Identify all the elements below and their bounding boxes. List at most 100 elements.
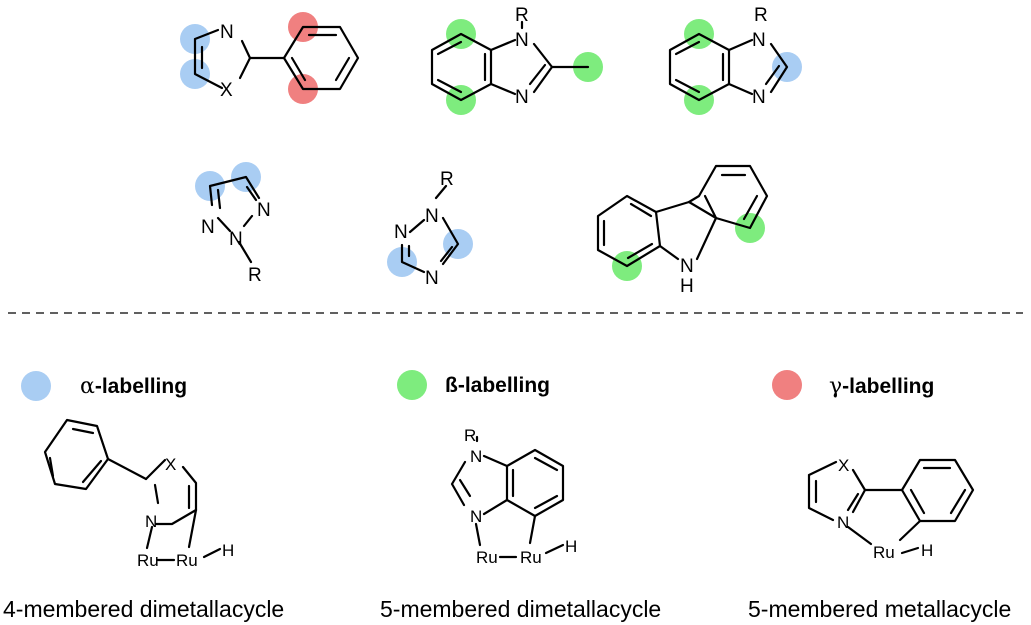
bond: [144, 458, 198, 512]
dimetallacycle-5-structure: R N N Ru Ru H 5-membered dimetallacycle: [380, 426, 661, 622]
dimetallacycle-4-structure: X N Ru Ru H 4-membered dimetallacycle: [3, 418, 284, 622]
bond: [458, 478, 472, 498]
atom-label-n: N: [515, 30, 529, 51]
atom-label-n: N: [680, 256, 694, 277]
bond: [687, 164, 769, 230]
atom-label-ru: Ru: [476, 548, 498, 567]
atom-label-ru: Ru: [520, 548, 542, 567]
atom-label-r: R: [440, 169, 454, 190]
atom-label-n: N: [515, 87, 529, 108]
atom-label-x: X: [838, 456, 849, 475]
bond: [187, 508, 198, 549]
atom-label-n: N: [394, 222, 408, 243]
atom-label-n: N: [470, 447, 482, 466]
bond: [814, 479, 860, 512]
atom-label-r: R: [515, 5, 529, 26]
caption-left: 4-membered dimetallacycle: [3, 596, 284, 622]
bond: [900, 458, 975, 523]
carbazole-structure: N H: [596, 164, 769, 297]
alpha-legend-label: α-labelling: [80, 374, 187, 399]
bond: [400, 184, 460, 274]
bond: [846, 525, 873, 546]
bond: [703, 173, 759, 221]
legend: α-labelling ß-labelling γ-labelling: [21, 370, 934, 401]
aryl-azole-structure: N X: [180, 12, 360, 104]
methyl-benzimidazole-structure: N R N: [430, 5, 603, 115]
bond: [48, 427, 103, 484]
legend-item-beta: ß-labelling: [397, 370, 550, 400]
atom-label-ru: Ru: [176, 551, 198, 570]
atom-label-n: N: [470, 507, 482, 526]
legend-item-gamma: γ-labelling: [772, 370, 934, 400]
beta-legend-dot: [397, 370, 427, 400]
bond: [154, 484, 198, 526]
bond: [202, 547, 222, 559]
atom-label-n: N: [752, 87, 766, 108]
benzimidazole-structure: N R N: [668, 5, 802, 115]
bond: [145, 525, 154, 550]
bond: [654, 200, 691, 214]
bond: [216, 185, 258, 210]
atom-label-h: H: [921, 541, 933, 560]
bond: [290, 33, 351, 82]
atom-label-h: H: [565, 537, 577, 556]
atom-label-x: X: [220, 80, 233, 101]
legend-item-alpha: α-labelling: [21, 371, 187, 401]
bond: [544, 543, 565, 555]
atom-label-n: N: [837, 513, 849, 532]
bond: [528, 514, 537, 545]
alpha-text: -labelling: [95, 375, 187, 398]
beta-symbol: ß: [445, 374, 458, 397]
atom-label-ru: Ru: [137, 551, 159, 570]
atom-label-n: N: [201, 217, 215, 238]
metallacycle-5-structure: X N Ru H 5-membered metallacycle: [748, 456, 1011, 622]
gamma-text: -labelling: [842, 375, 934, 398]
bond: [208, 175, 261, 233]
atom-label-n: N: [145, 512, 157, 531]
atom-label-n: N: [425, 268, 439, 289]
bond: [407, 244, 454, 263]
bond: [436, 40, 487, 94]
bond: [528, 63, 547, 86]
bond: [511, 456, 559, 510]
bond: [674, 40, 725, 94]
atom-label-h: H: [680, 276, 694, 297]
atom-label-n: N: [220, 22, 234, 43]
caption-right: 5-membered metallacycle: [748, 596, 1011, 622]
gamma-legend-dot: [772, 370, 802, 400]
bond: [106, 457, 148, 481]
atom-label-n: N: [257, 200, 271, 221]
alpha-symbol: α: [80, 374, 95, 399]
caption-middle: 5-membered dimetallacycle: [380, 596, 661, 622]
triazole-structure: N N N R: [195, 162, 271, 286]
bond: [658, 216, 718, 261]
1-2-4-triazole-structure: R N N N: [387, 169, 473, 289]
atom-label-n: N: [425, 206, 439, 227]
atom-label-r: R: [248, 265, 262, 286]
alpha-legend-dot: [21, 371, 51, 401]
bond: [900, 546, 920, 555]
bond: [909, 466, 967, 515]
bond: [474, 522, 482, 547]
atom-label-x: X: [165, 455, 176, 474]
beta-legend-label: ß-labelling: [445, 374, 550, 397]
bond: [764, 64, 781, 86]
atom-label-h: H: [222, 541, 234, 560]
bond: [898, 519, 922, 542]
atom-label-r: R: [754, 5, 768, 26]
bond: [727, 38, 789, 96]
bond: [237, 240, 253, 264]
gamma-legend-label: γ-labelling: [829, 374, 934, 399]
bond: [505, 448, 565, 518]
atom-label-ru: Ru: [873, 543, 895, 562]
atom-label-r: R: [464, 426, 476, 445]
bond: [450, 454, 509, 516]
bond: [282, 25, 360, 91]
beta-text: -labelling: [458, 374, 550, 397]
atom-label-n: N: [229, 229, 243, 250]
bond: [602, 202, 654, 260]
atom-label-n: N: [752, 30, 766, 51]
gamma-symbol: γ: [829, 374, 842, 399]
bond: [807, 460, 867, 522]
